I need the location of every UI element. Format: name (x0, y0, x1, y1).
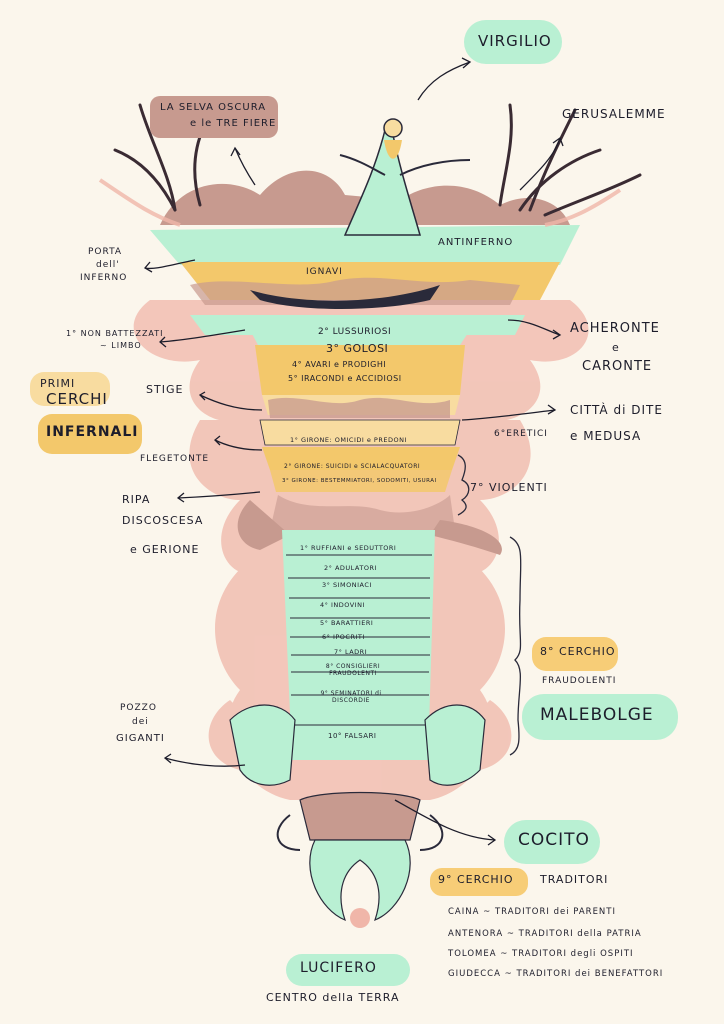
flegetonte-label: FLEGETONTE (140, 455, 209, 464)
acheronte-label-3: CARONTE (582, 360, 652, 374)
acheronte-label-1: ACHERONTE (570, 322, 660, 336)
dite-label-2: e MEDUSA (570, 430, 641, 443)
nono-label: 9° CERCHIO (438, 874, 514, 886)
primi-label-2: CERCHI (46, 392, 108, 408)
gerusalemme-label: GERUSALEMME (562, 108, 666, 121)
bolgia-6: 6° IPOCRITI (322, 633, 365, 641)
bolgia-7: 7° LADRI (334, 648, 367, 656)
malebolge-label: MALEBOLGE (540, 707, 654, 725)
seventh-circle (262, 447, 460, 530)
bolgia-9: 9° SEMINATORI di DISCORDIE (316, 690, 386, 704)
violenti-label: 7° VIOLENTI (470, 482, 548, 494)
bolgia-1: 1° RUFFIANI e SEDUTTORI (300, 544, 396, 552)
pozzo-label-3: GIGANTI (116, 734, 165, 745)
pozzo-label-2: dei (132, 718, 149, 727)
upper-level-3: 4° AVARI e PRODIGHI (292, 360, 386, 369)
porta-label-3: INFERNO (80, 274, 127, 283)
stige-label: STIGE (146, 384, 183, 396)
ignavi-label: IGNAVI (306, 268, 343, 277)
upper-level-1: 2° LUSSURIOSI (318, 327, 391, 337)
selva-label-1: LA SELVA OSCURA (160, 103, 266, 114)
ripa-label-1: RIPA (122, 494, 150, 506)
girone-2: 2° GIRONE: SUICIDI e SCIALACQUATORI (284, 463, 420, 470)
girone-3: 3° GIRONE: BESTEMMIATORI, SODOMITI, USUR… (282, 478, 437, 484)
upper-level-2: 3° GOLOSI (326, 342, 388, 355)
upper-level-4: 5° IRACONDI e ACCIDIOSI (288, 374, 402, 383)
antinferno-label: ANTINFERNO (438, 238, 513, 249)
limbo-label-1: 1° NON BATTEZZATI (66, 330, 164, 338)
dite-label-1: CITTÀ di DITE (570, 404, 663, 417)
traditori-label: TRADITORI (540, 874, 608, 886)
ripa-label-3: e GERIONE (130, 544, 199, 556)
bolgia-3: 3° SIMONIACI (322, 581, 372, 589)
eretici-label: 6°ERETICI (494, 430, 548, 439)
bolgia-8: 8° CONSIGLIERI FRAUDOLENTI (318, 663, 388, 677)
zone-tolomea: TOLOMEA ~ TRADITORI degli OSPITI (448, 950, 634, 959)
primi-label-3: INFERNALI (46, 425, 139, 440)
bolgia-5: 5° BARATTIERI (320, 619, 373, 627)
limbo-label-2: ~ LIMBO (100, 342, 142, 350)
lucifero-label: LUCIFERO (300, 961, 377, 976)
porta-label-1: PORTA (88, 248, 122, 257)
fraudolenti-label: FRAUDOLENTI (542, 677, 616, 686)
ripa-label-2: DISCOSCESA (122, 515, 203, 527)
bolgia-2: 2° ADULATORI (324, 564, 377, 572)
pozzo-label-1: POZZO (120, 704, 157, 713)
bolgia-4: 4° INDOVINI (320, 601, 365, 609)
bolgia-10: 10° FALSARI (328, 732, 377, 740)
zone-giudecca: GIUDECCA ~ TRADITORI dei BENEFATTORI (448, 970, 663, 979)
centro-label: CENTRO della TERRA (266, 992, 400, 1004)
acheronte-label-2: e (612, 342, 620, 354)
primi-label-1: PRIMI (40, 378, 75, 390)
porta-label-2: dell' (96, 261, 120, 270)
zone-antenora: ANTENORA ~ TRADITORI della PATRIA (448, 930, 642, 939)
zone-caina: CAINA ~ TRADITORI dei PARENTI (448, 908, 616, 917)
girone-1: 1° GIRONE: OMICIDI e PREDONI (290, 436, 407, 444)
virgilio-label: VIRGILIO (478, 34, 552, 50)
ottavo-label: 8° CERCHIO (540, 646, 616, 658)
selva-label-2: e le TRE FIERE (190, 119, 276, 130)
cocito-label: COCITO (518, 832, 590, 850)
